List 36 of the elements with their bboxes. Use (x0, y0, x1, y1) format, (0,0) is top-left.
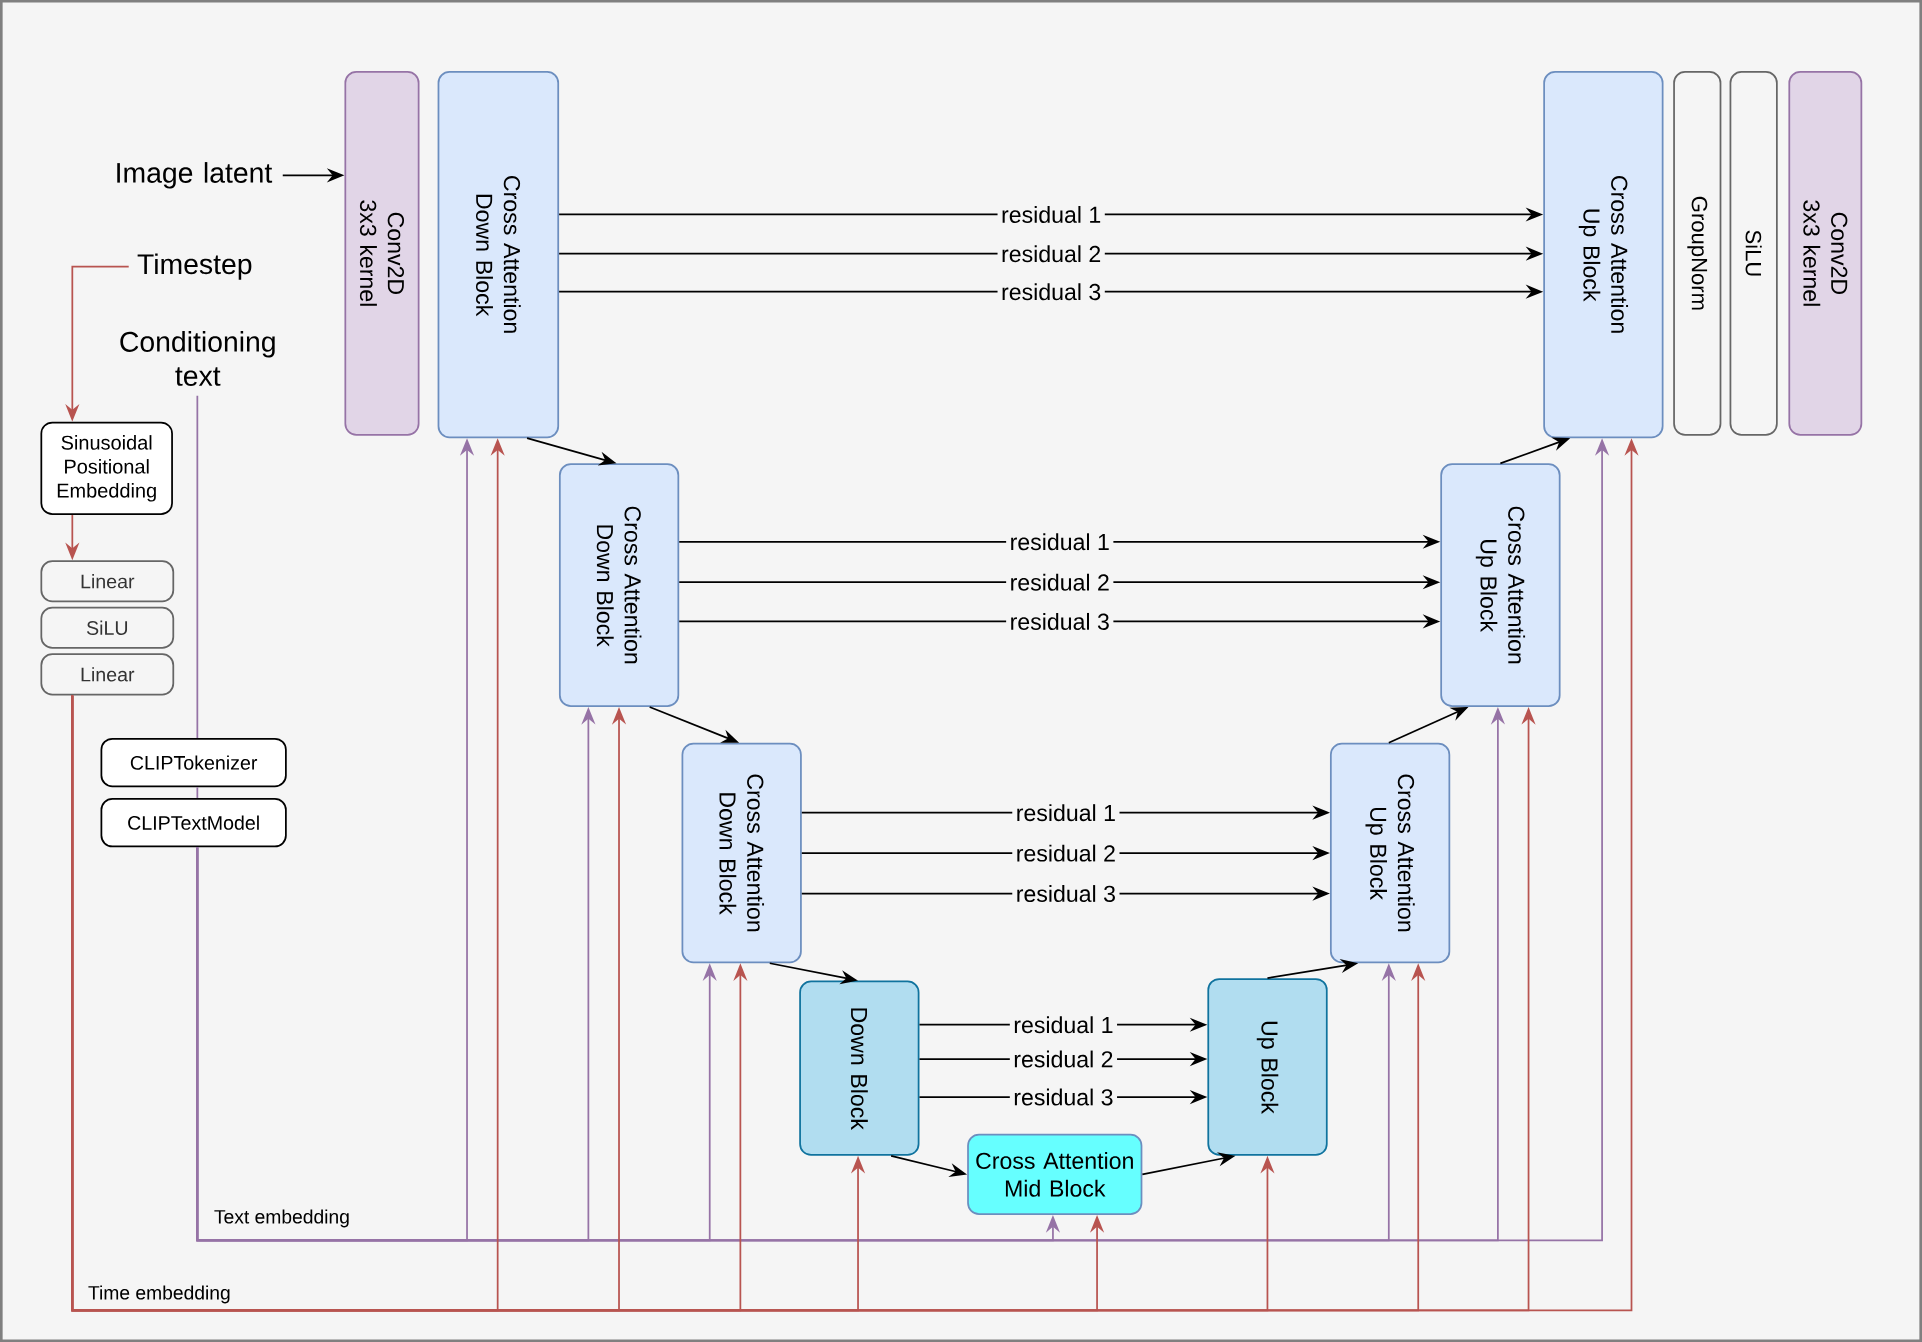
layer-box: Linear (40, 653, 175, 696)
unet-block: Up Block (1207, 978, 1328, 1156)
edge-label: residual 1 (1009, 1012, 1118, 1037)
layer-box: SiLU (1729, 70, 1778, 436)
edge-label: residual 3 (1006, 609, 1114, 634)
attention-block: Cross Attention Up Block (1543, 70, 1664, 439)
layer-box: Sinusoidal Positional Embedding (40, 421, 173, 515)
unet-block: Down Block (799, 980, 920, 1156)
bus-label: Text embedding (214, 1209, 349, 1228)
edge-label: residual 3 (997, 279, 1105, 304)
conv-block: Conv2D 3x3 kernel (344, 70, 420, 436)
text-label: Image latent (117, 162, 273, 189)
text-label: Timestep (137, 253, 252, 280)
layer-box: SiLU (40, 606, 175, 649)
attention-block: Cross Attention Up Block (1329, 742, 1451, 964)
layer-box: Linear (40, 560, 175, 603)
edge-label: residual 2 (1009, 1046, 1118, 1071)
edge-label: residual 3 (1009, 1084, 1118, 1109)
conv-block: Conv2D 3x3 kernel (1788, 70, 1863, 436)
attention-block: Cross Attention Down Block (437, 70, 560, 439)
edge-label: residual 2 (997, 241, 1105, 266)
edge-label: residual 2 (1012, 841, 1120, 865)
text-label: Conditioning text (120, 330, 275, 386)
bus-label: Time embedding (88, 1285, 230, 1304)
layer-box: CLIPTokenizer (100, 737, 287, 788)
edge-label: residual 2 (1006, 570, 1114, 595)
attention-block: Cross Attention Down Block (681, 742, 802, 964)
attention-block: Cross Attention Down Block (558, 463, 680, 707)
layer-box: CLIPTextModel (100, 797, 287, 848)
layer-box: GroupNorm (1673, 70, 1722, 436)
edge-label: residual 1 (1012, 800, 1120, 825)
edge-label: residual 1 (1006, 529, 1114, 554)
edge-label: residual 3 (1012, 881, 1120, 906)
attention-block: Cross Attention Up Block (1440, 463, 1561, 707)
edge-label: residual 1 (997, 202, 1105, 227)
attention-block: Cross Attention Mid Block (967, 1133, 1143, 1215)
